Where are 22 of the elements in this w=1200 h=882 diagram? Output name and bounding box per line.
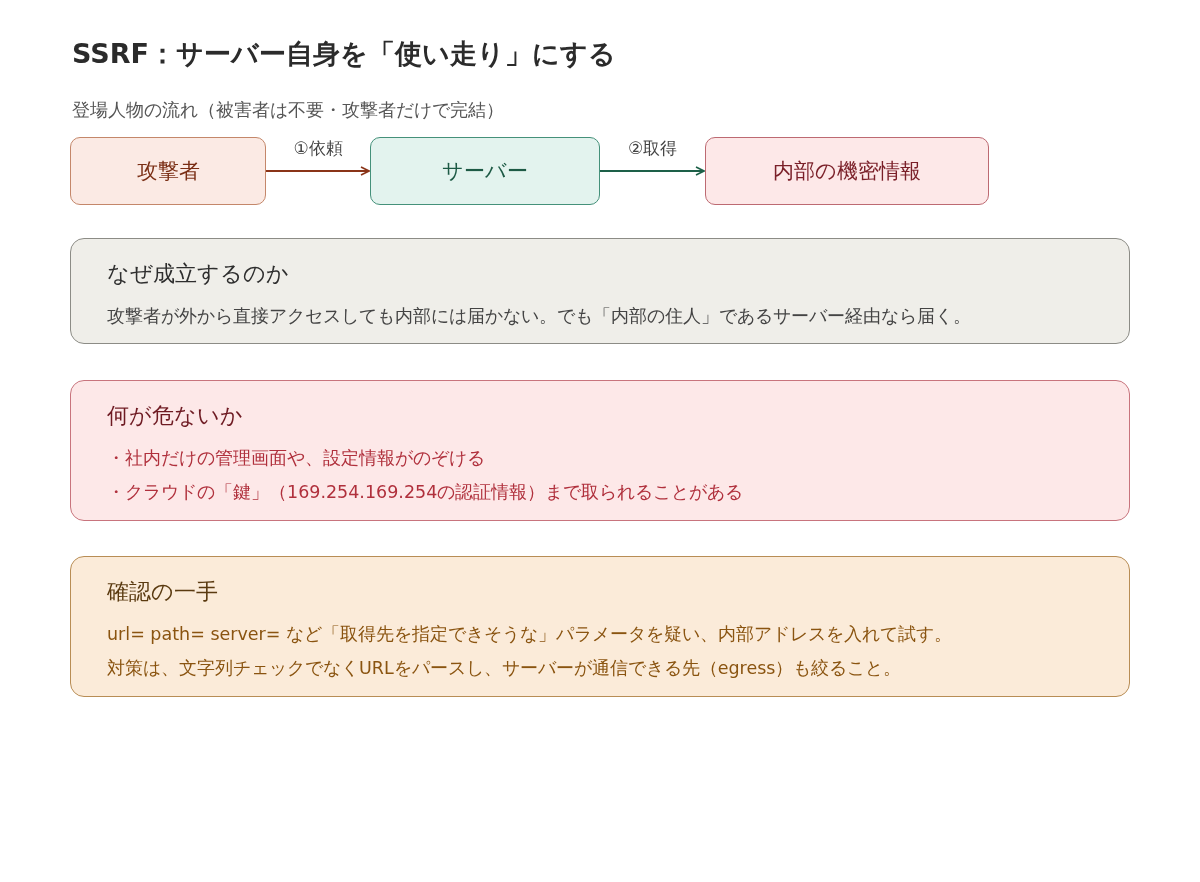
actor-label: 内部の機密情報 <box>773 158 921 185</box>
actor-label: サーバー <box>442 158 528 185</box>
card-text: url= path= server= など「取得先を指定できそうな」パラメータを疑い、内部アドレスを入れて試す。 <box>107 623 953 646</box>
card-text: 対策は、文字列チェックでなくURLをパースし、サーバーが通信できる先（egress）も絞ること。 <box>107 657 903 680</box>
card-heading: 何が危ないか <box>107 402 244 430</box>
subtitle: 登場人物の流れ（被害者は不要・攻撃者だけで完結） <box>72 98 504 122</box>
actor-label: 攻撃者 <box>136 158 200 185</box>
edge-label: ①依頼 <box>291 137 345 160</box>
info-card <box>70 380 1130 521</box>
arrow <box>265 166 370 176</box>
card-text: ・クラウドの「鍵」（169.254.169.254の認証情報）まで取られることがある <box>107 481 745 504</box>
actor-box <box>70 137 266 205</box>
title: SSRF：サーバー自身を「使い走り」にする <box>72 37 616 71</box>
card-text: 攻撃者が外から直接アクセスしても内部には届かない。でも「内部の住人」であるサーバー経由なら届く。 <box>107 305 972 328</box>
card-text: ・社内だけの管理画面や、設定情報がのぞける <box>107 447 486 470</box>
info-card <box>70 238 1130 344</box>
card-heading: 確認の一手 <box>107 578 219 606</box>
arrow <box>599 166 705 176</box>
info-card <box>70 556 1130 697</box>
card-heading: なぜ成立するのか <box>107 260 290 288</box>
actor-box <box>705 137 989 205</box>
actor-box <box>370 137 600 205</box>
